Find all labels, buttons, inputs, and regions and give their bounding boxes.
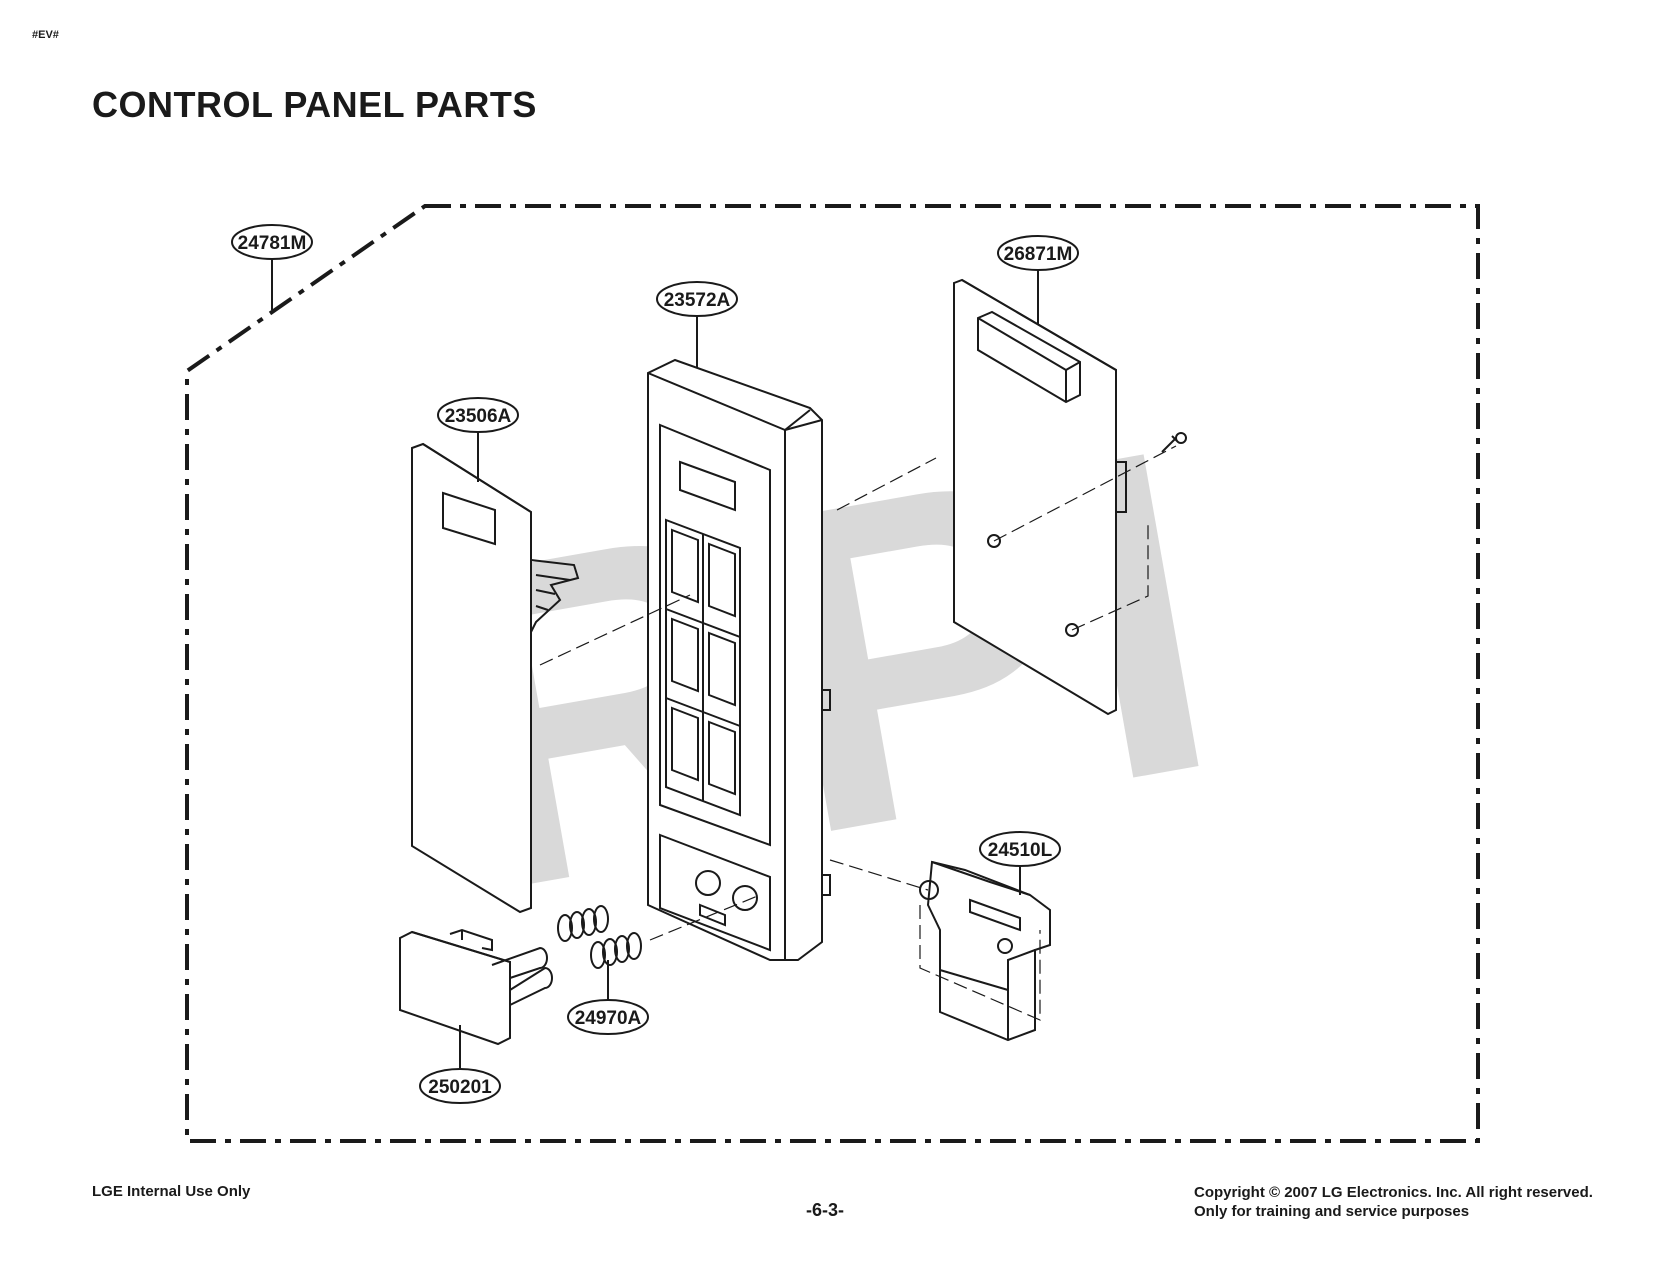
springs-part	[557, 905, 642, 969]
document-tag: #EV#	[32, 29, 59, 41]
svg-text:24970A: 24970A	[575, 1008, 642, 1029]
page-number: -6-3-	[806, 1200, 845, 1220]
svg-text:24510L: 24510L	[988, 840, 1053, 861]
assembly-guide-lines	[539, 445, 1177, 1021]
svg-text:250201: 250201	[428, 1077, 492, 1098]
switch-lever-part	[919, 860, 1051, 1042]
svg-text:24781M: 24781M	[238, 233, 307, 254]
svg-text:23572A: 23572A	[664, 290, 731, 311]
svg-text:26871M: 26871M	[1004, 244, 1073, 265]
internal-use-notice: LGE Internal Use Only	[92, 1183, 251, 1200]
training-notice: Only for training and service purposes	[1194, 1203, 1470, 1220]
copyright-text: Copyright © 2007 LG Electronics. Inc. Al…	[1194, 1184, 1593, 1201]
part-callout-24781M: 24781M	[231, 224, 313, 260]
pcb-part	[953, 278, 1188, 716]
page-title: CONTROL PANEL PARTS	[92, 84, 537, 125]
part-callout-250201: 250201	[419, 1068, 501, 1104]
part-callout-23506A: 23506A	[437, 397, 519, 433]
membrane-panel-part	[411, 442, 580, 914]
part-callout-23572A: 23572A	[656, 281, 738, 317]
copyright-block: Copyright © 2007 LG Electronics. Inc. Al…	[1194, 1183, 1593, 1221]
part-callout-24970A: 24970A	[567, 999, 649, 1035]
door-button-part	[399, 928, 553, 1046]
part-callout-24510L: 24510L	[979, 831, 1061, 867]
callout-leaders	[271, 259, 1039, 1068]
control-frame-part	[647, 358, 831, 961]
part-callout-26871M: 26871M	[997, 235, 1079, 271]
svg-text:23506A: 23506A	[445, 406, 512, 427]
